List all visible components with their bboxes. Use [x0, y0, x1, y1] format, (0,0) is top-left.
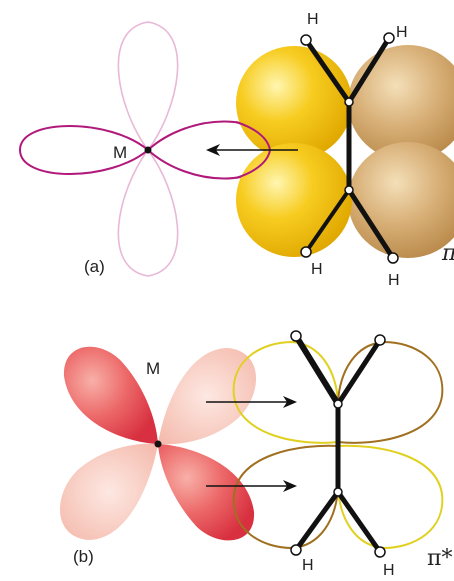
carbon-atom-b2: [333, 487, 343, 497]
metal-center-a: [144, 146, 152, 154]
hydrogen-dot-a2: [383, 32, 395, 44]
backdonation-arrow-top-b: [206, 396, 297, 408]
hydrogen-dot-b2: [374, 334, 386, 346]
d-lobe-lower-left-b: [59, 443, 158, 540]
panel-a: M (a) H H H H π: [18, 11, 454, 289]
metal-label-a: M: [113, 143, 127, 162]
d-lobe-top-a: [117, 21, 179, 152]
hydrogen-label-a3: H: [311, 261, 323, 278]
carbon-atom-a2: [344, 185, 354, 195]
panel-label-b: (b): [73, 547, 94, 566]
d-lobe-bottom-a: [117, 148, 179, 277]
hydrogen-dot-b1: [290, 330, 302, 342]
d-orbital-b: [59, 346, 257, 541]
pistar-lobe-lower-left-b: [232, 444, 339, 550]
hydrogen-dot-b4: [374, 546, 386, 558]
hydrogen-dot-a4: [387, 252, 399, 264]
pi-lobe-tan-top-a: [348, 45, 454, 161]
hydrogen-label-b2: H: [383, 562, 395, 579]
panel-label-a: (a): [84, 257, 105, 276]
hydrogen-label-a1: H: [307, 11, 319, 28]
metal-center-b: [154, 440, 162, 448]
backdonation-arrow-bottom-b: [206, 480, 297, 492]
d-lobe-upper-left-b: [63, 346, 158, 444]
pistar-lobe-upper-right-b: [337, 340, 444, 444]
hydrogen-label-a2: H: [396, 24, 408, 41]
metal-label-b: M: [146, 359, 160, 378]
d-lobe-left-a: [18, 125, 150, 175]
hydrogen-dot-b3: [290, 544, 302, 556]
pi-orbital-a: [236, 45, 454, 258]
pistar-lobe-lower-right-b: [337, 444, 444, 550]
hydrogen-label-a4: H: [388, 272, 400, 289]
pi-lobe-yellow-bottom-a: [236, 143, 352, 257]
ethylene-a: [300, 32, 399, 264]
pi-star-orbital-b: [232, 340, 444, 550]
carbon-atom-b1: [333, 399, 343, 409]
pi-lobe-tan-bottom-a: [348, 142, 454, 258]
orbital-label-a: π: [441, 241, 454, 266]
orbital-label-b: π*: [427, 546, 452, 571]
pistar-lobe-upper-left-b: [232, 340, 339, 444]
carbon-atom-a1: [344, 97, 354, 107]
d-lobe-lower-right-b: [158, 444, 255, 541]
hydrogen-dot-a1: [300, 34, 312, 46]
donation-arrow-a: [206, 144, 298, 156]
d-lobe-upper-right-b: [158, 348, 257, 445]
hydrogen-label-b1: H: [302, 557, 314, 574]
panel-b: M (b) H H π*: [59, 330, 452, 579]
hydrogen-dot-a3: [300, 246, 312, 258]
ethylene-b: [290, 330, 386, 558]
pi-lobe-yellow-top-a: [236, 46, 352, 160]
